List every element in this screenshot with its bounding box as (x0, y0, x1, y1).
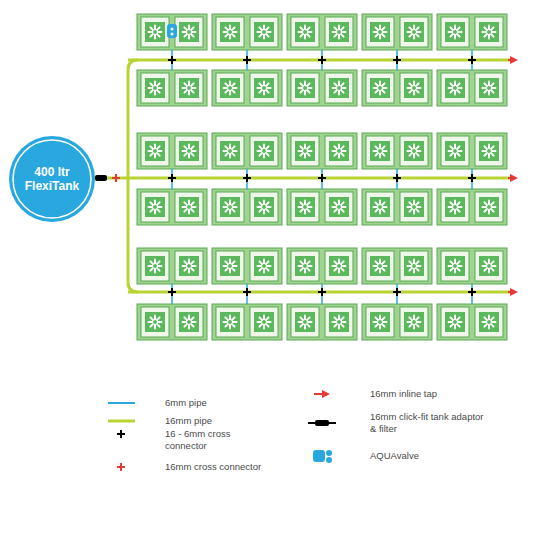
water-tank: 400 ltr FlexiTank (8, 135, 96, 223)
cross-connector (243, 288, 251, 296)
inline-tap-sample (314, 390, 330, 398)
pot-tray (287, 248, 357, 284)
legend-label: 16mm click-fit tank adaptor & filter (370, 411, 490, 435)
pot-tray (212, 189, 282, 225)
pot-tray (362, 189, 432, 225)
pot-tray (212, 304, 282, 340)
inline-tap (508, 56, 518, 64)
pot-tray (437, 248, 507, 284)
pipe-6mm (471, 284, 473, 304)
pipe-6mm (171, 284, 173, 304)
tank-label: 400 ltr FlexiTank (19, 165, 85, 194)
pipe-16mm-sample (108, 420, 135, 423)
cross-connector (243, 174, 251, 182)
pot-tray (212, 14, 282, 50)
pipe-6mm-sample (108, 402, 135, 404)
pot-tray (137, 304, 207, 340)
pot-tray (437, 70, 507, 106)
pot-tray (287, 133, 357, 169)
pipe-6mm (396, 284, 398, 304)
pot-tray (287, 189, 357, 225)
pot-tray (362, 248, 432, 284)
pipe-6mm (396, 169, 398, 189)
cross-connector (393, 288, 401, 296)
cross-connector (168, 56, 176, 64)
pot-tray (212, 133, 282, 169)
pot-tray (362, 304, 432, 340)
cross-connector (168, 174, 176, 182)
cross-connector-sample (117, 430, 125, 438)
cross-connector (168, 288, 176, 296)
pipe-6mm (396, 50, 398, 70)
cross-connector (393, 56, 401, 64)
pot-tray (287, 304, 357, 340)
pipe-6mm (471, 50, 473, 70)
pipe-6mm (171, 169, 173, 189)
pot-tray (137, 133, 207, 169)
cross-connector (468, 174, 476, 182)
pipe-6mm (471, 169, 473, 189)
legend-label: 16mm inline tap (370, 388, 520, 400)
pot-tray (137, 189, 207, 225)
red-cross-connector-sample (117, 463, 125, 471)
pot-tray (362, 133, 432, 169)
cross-connector (468, 56, 476, 64)
tank-adaptor (95, 175, 107, 181)
pipe-16mm (128, 177, 510, 180)
aquavalve (167, 24, 177, 38)
pot-tray (287, 14, 357, 50)
pipe-6mm (246, 284, 248, 304)
tank-adaptor-sample (308, 420, 336, 426)
pipe-16mm (128, 60, 138, 292)
pot-tray (362, 14, 432, 50)
pot-tray (137, 14, 207, 50)
pot-tray (287, 70, 357, 106)
pipe-6mm (321, 169, 323, 189)
pot-tray (437, 14, 507, 50)
inline-tap (508, 174, 518, 182)
cross-connector (318, 56, 326, 64)
pot-tray (437, 133, 507, 169)
pot-tray (137, 70, 207, 106)
pipe-16mm (128, 59, 510, 62)
pot-tray (137, 248, 207, 284)
pipe-6mm (321, 284, 323, 304)
legend-label: 16 - 6mm cross connector (165, 428, 265, 452)
cross-connector (393, 174, 401, 182)
legend-label: AQUAvalve (370, 450, 520, 462)
cross-connector (243, 56, 251, 64)
legend-label: 16mm cross connector (165, 461, 265, 473)
pipe-6mm (321, 50, 323, 70)
legend-label: 6mm pipe (165, 397, 285, 409)
red-cross-connector (112, 174, 120, 182)
aquavalve-sample (313, 450, 332, 463)
pipe-16mm (128, 291, 510, 294)
pipe-6mm (246, 169, 248, 189)
pot-tray (362, 70, 432, 106)
cross-connector (318, 288, 326, 296)
pipe-6mm (246, 50, 248, 70)
cross-connector (468, 288, 476, 296)
pot-tray (437, 304, 507, 340)
inline-tap (508, 288, 518, 296)
pot-tray (212, 70, 282, 106)
pot-tray (437, 189, 507, 225)
legend-label: 16mm pipe (165, 415, 285, 427)
cross-connector (318, 174, 326, 182)
pipe-6mm (171, 50, 173, 70)
pot-tray (212, 248, 282, 284)
